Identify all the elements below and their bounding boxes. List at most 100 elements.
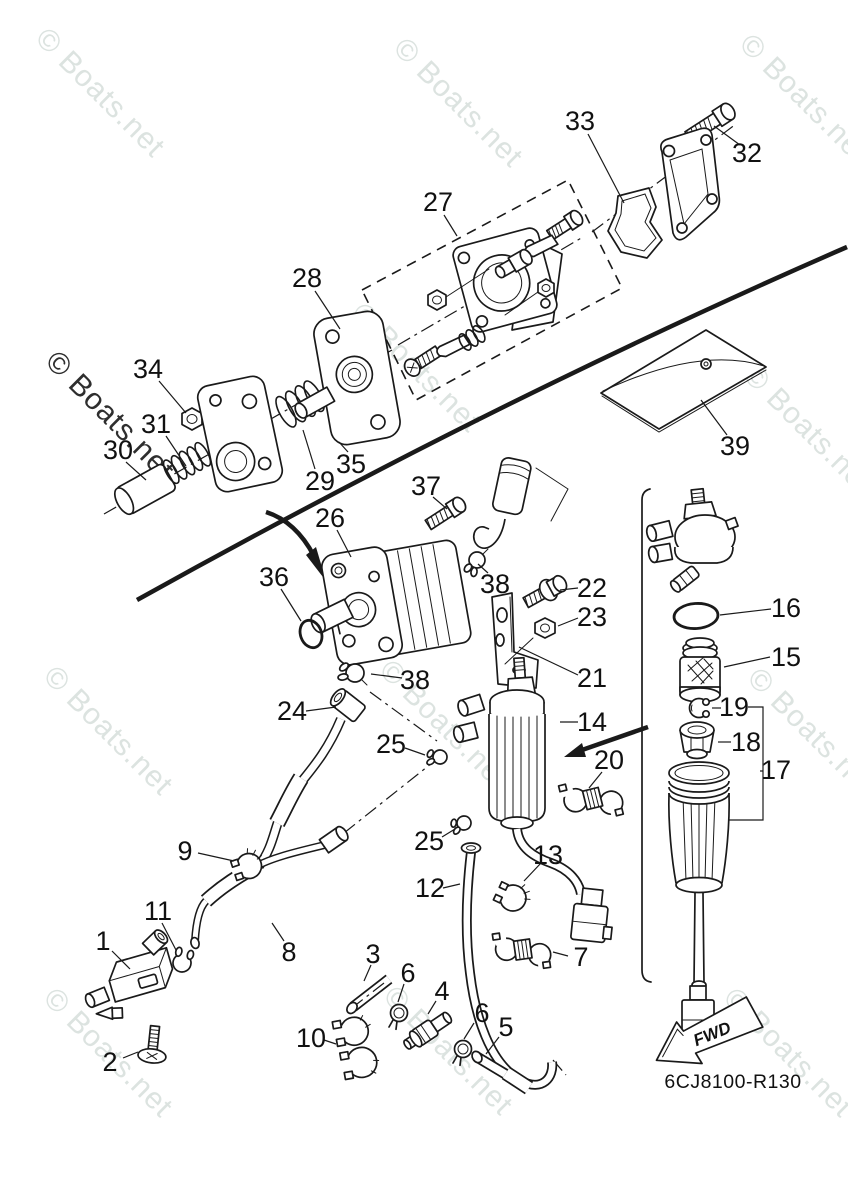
part-38-clip-b — [337, 662, 368, 686]
leader-line-6a — [397, 983, 405, 1003]
part-11-clip — [172, 946, 195, 973]
leader-line-38a — [477, 563, 489, 574]
part-pump-body — [196, 375, 284, 493]
callout-7: 7 — [573, 942, 588, 972]
part-33-gasket — [607, 187, 663, 259]
part-5-hose — [471, 1050, 534, 1095]
leader-line-30 — [125, 461, 147, 481]
callout-19: 19 — [719, 692, 749, 722]
callout-24: 24 — [277, 696, 307, 726]
part-26-fuel-pump — [310, 539, 472, 666]
leader-line-24 — [305, 706, 337, 712]
leader-line-32 — [713, 125, 741, 146]
callout-8: 8 — [281, 937, 296, 967]
leader-line-27 — [443, 214, 458, 237]
part-vapor-hose — [472, 457, 569, 549]
callout-32: 32 — [732, 138, 762, 168]
leader-line-6b — [463, 1022, 475, 1040]
callout-12: 12 — [415, 873, 445, 903]
leader-line-20 — [588, 771, 603, 789]
leader-line-28 — [314, 290, 341, 330]
leader-line-5 — [485, 1036, 500, 1055]
callout-29: 29 — [305, 466, 335, 496]
watermark-text: © Boats.net — [737, 359, 848, 501]
callout-31: 31 — [141, 409, 171, 439]
callout-18: 18 — [731, 727, 761, 757]
part-38-clip-a — [463, 548, 489, 578]
leader-line-22 — [559, 587, 579, 591]
part-20-clamp — [557, 783, 625, 818]
leader-line-13 — [523, 862, 542, 882]
watermark-text: © Boats.net — [29, 22, 171, 164]
part-24-hose — [254, 688, 366, 869]
leader-line-8 — [271, 922, 285, 942]
part-30-plunger — [113, 463, 176, 516]
callout-11: 11 — [144, 896, 172, 926]
part-6-clip-a — [388, 1003, 409, 1031]
leader-line-7 — [552, 951, 569, 957]
callout-38a: 38 — [480, 569, 510, 599]
leader-line-11 — [161, 922, 177, 951]
part-17-cup — [667, 761, 731, 1036]
drawing-code: 6CJ8100-R130 — [664, 1071, 801, 1093]
callout-5: 5 — [498, 1012, 513, 1042]
leader-line-31 — [165, 435, 187, 467]
leader-line-3 — [363, 964, 372, 982]
part-18-nut — [679, 721, 715, 760]
callout-30: 30 — [103, 435, 133, 465]
part-22-bolt — [522, 574, 568, 609]
leader-line-12 — [442, 883, 461, 889]
callout-33: 33 — [565, 106, 595, 136]
part-14-filter — [452, 656, 613, 944]
callout-38b: 38 — [400, 665, 430, 695]
callout-25b: 25 — [414, 826, 444, 856]
leader-line-2 — [122, 1051, 139, 1059]
leader-line-38b — [370, 673, 403, 679]
part-9-clamp — [229, 848, 263, 882]
part-39-envelope — [600, 329, 767, 433]
callout-37: 37 — [411, 471, 441, 501]
callout-6b: 6 — [474, 998, 489, 1028]
part-15-element — [679, 637, 721, 703]
leader-line-16 — [719, 608, 772, 616]
callout-9: 9 — [177, 836, 192, 866]
callout-28: 28 — [292, 263, 322, 293]
callout-6a: 6 — [400, 958, 415, 988]
callout-13: 13 — [533, 840, 563, 870]
callout-22: 22 — [577, 573, 607, 603]
part-27-pump-assembly — [403, 209, 584, 377]
callout-2: 2 — [102, 1047, 117, 1077]
leader-line-33 — [587, 133, 625, 204]
part-6-clip-b — [452, 1039, 473, 1067]
bracket-17-group — [729, 706, 764, 821]
part-19-clip — [688, 697, 713, 719]
callout-16: 16 — [771, 593, 801, 623]
callout-27: 27 — [423, 187, 453, 217]
part-16-oring — [672, 602, 720, 630]
arrow-to-filter — [564, 724, 649, 757]
leader-line-26 — [336, 529, 352, 558]
callout-25a: 25 — [376, 729, 406, 759]
leader-line-23 — [557, 617, 579, 627]
callout-15: 15 — [771, 642, 801, 672]
part-cover-plate — [660, 127, 721, 241]
leader-line-29 — [302, 429, 316, 470]
part-34-nut — [181, 407, 203, 431]
part-23-nut — [534, 617, 556, 639]
dashed-box-27 — [360, 178, 624, 402]
leader-line-36 — [280, 588, 302, 622]
callout-35: 35 — [336, 449, 366, 479]
detail-panel-line — [641, 488, 652, 983]
part-3-hose — [346, 974, 393, 1015]
part-13-clamp — [492, 880, 531, 912]
leader-line-4 — [427, 1000, 437, 1015]
callout-layer: 1234566789101112131415161718192021222324… — [95, 106, 801, 1077]
callout-39: 39 — [720, 431, 750, 461]
part-28-plate — [294, 310, 401, 446]
leader-line-21 — [518, 646, 579, 676]
part-31-spring — [162, 441, 212, 485]
callout-3: 3 — [365, 939, 380, 969]
leader-line-39 — [700, 399, 728, 436]
